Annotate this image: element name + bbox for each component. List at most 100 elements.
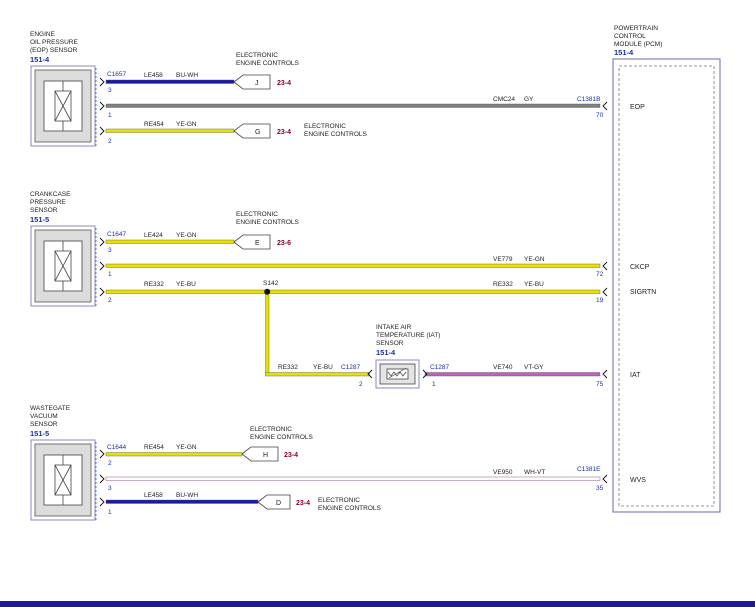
iat-connector-right: C1287 [430,364,450,371]
pcm-pin-name-sigrtn: SIGRTN [630,289,656,296]
pcm-title-3: MODULE (PCM) [614,41,662,48]
tag-page: 23-4 [284,452,298,459]
pcm-connector-e: C1381E [577,466,601,473]
pcm-inner-box [618,65,715,507]
pcm-pin-name-wvs: WVS [630,477,646,484]
sensor-pin-arrows [99,77,428,507]
ccp-pin-b: 1 [108,271,112,278]
pcm-pins: C1381B 70 EOP 72 CKCP 19 SIGRTN 75 IAT C… [577,96,656,492]
tag-desc-1: ELECTRONIC [236,211,278,218]
tag-e: E 23-6 ELECTRONIC ENGINE CONTROLS [233,211,300,250]
tag-desc-2: ENGINE CONTROLS [236,60,300,67]
iat-title-2: TEMPERATURE (IAT) [376,332,440,339]
pcm-box [612,58,721,513]
wire-color-right: YE-BU [524,281,544,288]
ccp-sensor-outer [30,225,96,307]
splice-s142: S142 [263,280,279,295]
ccp-pin-a: 3 [108,247,112,254]
wire-color: BU-WH [176,72,198,79]
ccp-connector: C1647 [107,231,127,238]
iat-ref: 151-4 [376,348,396,357]
tag-desc-2: ENGINE CONTROLS [318,505,382,512]
eop-pin-b: 1 [108,112,112,119]
pcm-connector-b: C1381B [577,96,601,103]
wire-eop-cmc24: CMC24 GY [105,96,601,108]
wire-color: YE-GN [176,444,197,451]
iat-sensor: INTAKE AIR TEMPERATURE (IAT) SENSOR 151-… [341,324,450,389]
wire-circuit: RE454 [144,444,164,451]
pcm-pin-name-ckcp: CKCP [630,264,650,271]
wire-color: YE-BU [313,364,333,371]
iat-sensor-outer [375,359,420,389]
pcm-pin-arrows [602,101,608,484]
wire-wg-le458: LE458 BU-WH [105,492,259,504]
eop-title-1: ENGINE [30,31,56,38]
pcm-pin-num-iat: 75 [596,381,604,388]
page-footer-bar [0,601,755,607]
wire-color: YE-GN [524,256,545,263]
tag-desc-2: ENGINE CONTROLS [236,219,300,226]
tag-letter: G [255,129,260,136]
tag-letter: E [255,240,260,247]
wire-circuit: LE458 [144,492,163,499]
tag-letter: J [255,80,259,87]
wire-circuit: RE454 [144,121,164,128]
wastegate-vacuum-sensor: WASTEGATE VACUUM SENSOR 151-5 C1644 2 3 … [30,405,127,521]
wire-color: WH-VT [524,469,545,476]
tag-desc-2: ENGINE CONTROLS [304,131,368,138]
eop-title-2: OIL PRESSURE [30,39,78,46]
tag-desc-1: ELECTRONIC [304,123,346,130]
wire-circuit: VE740 [493,364,513,371]
wire-ccp-ve779: VE779 YE-GN [105,256,601,268]
eop-title-3: (EOP) SENSOR [30,47,78,54]
crankcase-pressure-sensor: CRANKCASE PRESSURE SENSOR 151-5 C1647 3 … [30,191,127,307]
pcm-pin-name-iat: IAT [630,372,641,379]
ccp-ref: 151-5 [30,215,49,224]
thermistor-icon [387,371,407,377]
wire-iat-ve740: VE740 VT-GY [424,364,601,377]
eop-sensor-outer [30,65,96,147]
tag-page: 23-4 [296,500,310,507]
iat-pin-right: 1 [432,381,436,388]
ccp-pin-c: 2 [108,297,112,304]
wg-title-1: WASTEGATE [30,405,71,412]
wire-color: VT-GY [524,364,544,371]
tag-page: 23-6 [277,240,291,247]
pcm-module: POWERTRAIN CONTROL MODULE (PCM) 151-4 [612,25,721,513]
wire-eop-re454: RE454 YE-GN [105,121,235,133]
wire-circuit: LE424 [144,232,163,239]
wire-circuit: VE779 [493,256,513,263]
pcm-pin-num-wvs: 35 [596,485,604,492]
ccp-title-2: PRESSURE [30,199,66,206]
pcm-pin-num-eop: 70 [596,112,604,119]
splice-label: S142 [263,280,279,287]
eop-sensor: ENGINE OIL PRESSURE (EOP) SENSOR 151-4 C… [30,31,127,147]
tag-h: H 23-4 ELECTRONIC ENGINE CONTROLS [241,426,314,462]
wire-wg-ve950: VE950 WH-VT [105,469,601,481]
tag-j: J 23-4 ELECTRONIC ENGINE CONTROLS [233,52,300,90]
wire-wg-re454: RE454 YE-GN [105,444,243,457]
ccp-title-1: CRANKCASE [30,191,71,198]
tag-letter: D [276,500,281,507]
pcm-pin-num-ckcp: 72 [596,271,604,278]
iat-title-3: SENSOR [376,340,404,347]
wire-circuit-right: RE332 [493,281,513,288]
pcm-ref: 151-4 [614,48,634,57]
pcm-title-1: POWERTRAIN [614,25,658,32]
pcm-pin-num-sigrtn: 19 [596,297,604,304]
eop-pin-a: 3 [108,87,112,94]
wg-pin-c: 1 [108,509,112,516]
ccp-title-3: SENSOR [30,207,58,214]
wire-color: YE-GN [176,121,197,128]
eop-connector: C1657 [107,71,127,78]
iat-title-1: INTAKE AIR [376,324,412,331]
wg-ref: 151-5 [30,429,49,438]
wg-connector: C1644 [107,444,127,451]
wire-color: YE-GN [176,232,197,239]
tag-desc-1: ELECTRONIC [236,52,278,59]
iat-pin-left: 2 [359,381,363,388]
tag-page: 23-4 [277,80,291,87]
wire-color-left: YE-BU [176,281,196,288]
wire-color: BU-WH [176,492,198,499]
